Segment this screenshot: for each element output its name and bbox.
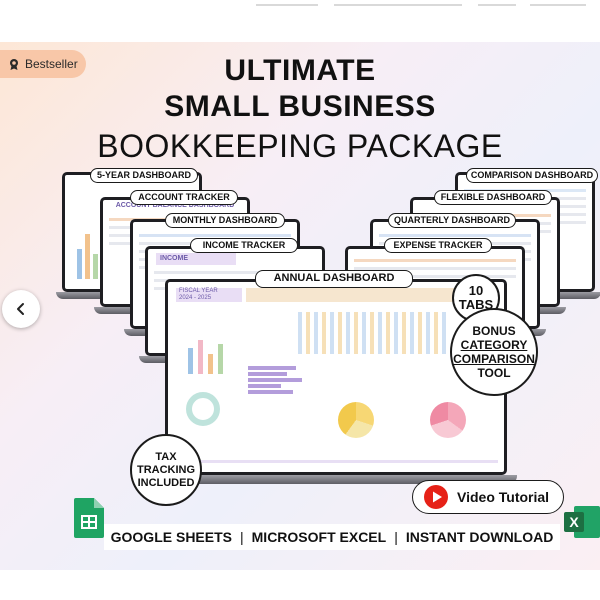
tax-label-1: TAX bbox=[155, 450, 177, 463]
income-screen-title: INCOME bbox=[156, 253, 236, 265]
annual-fiscal-box: FISCAL YEAR 2024 - 2025 bbox=[176, 288, 242, 302]
platform-google-sheets: GOOGLE SHEETS bbox=[110, 529, 232, 545]
platform-instant-download: INSTANT DOWNLOAD bbox=[405, 529, 554, 545]
bonus-label: BONUS bbox=[472, 324, 516, 338]
fiscal-value: 2024 - 2025 bbox=[179, 295, 212, 301]
bestseller-label: Bestseller bbox=[25, 57, 78, 71]
title-line-1: ULTIMATE bbox=[224, 54, 376, 87]
separator: | bbox=[394, 529, 398, 545]
top-dash bbox=[334, 4, 462, 6]
tab-5-year-dashboard: 5-YEAR DASHBOARD bbox=[90, 168, 198, 183]
tax-tracking-callout: TAX TRACKING INCLUDED bbox=[130, 434, 202, 506]
platform-bar: GOOGLE SHEETS | MICROSOFT EXCEL | INSTAN… bbox=[104, 524, 560, 550]
top-dash bbox=[530, 4, 586, 6]
tab-flexible-dashboard: FLEXIBLE DASHBOARD bbox=[434, 190, 552, 205]
bestseller-badge: Bestseller bbox=[0, 50, 86, 78]
award-icon bbox=[10, 59, 18, 70]
tab-account-tracker: ACCOUNT TRACKER bbox=[130, 190, 238, 205]
account-screen-title: ACCOUNT BALANCE DASHBOARD bbox=[115, 202, 235, 209]
title-line-3: BOOKKEEPING PACKAGE bbox=[97, 128, 503, 164]
svg-text:X: X bbox=[569, 514, 579, 530]
tabs-count: 10 bbox=[468, 283, 484, 298]
monthly-bars bbox=[298, 312, 448, 354]
expense-pie bbox=[430, 402, 466, 438]
profit-bars bbox=[248, 364, 308, 424]
listing-image[interactable]: Bestseller ULTIMATE SMALL BUSINESS BOOKK… bbox=[0, 42, 600, 570]
separator: | bbox=[240, 529, 244, 545]
microsoft-excel-icon: X bbox=[564, 506, 600, 538]
tab-monthly-dashboard: MONTHLY DASHBOARD bbox=[165, 213, 285, 228]
carousel-prev-button[interactable] bbox=[2, 290, 40, 328]
category-label: CATEGORY bbox=[460, 338, 528, 352]
video-tutorial-label: Video Tutorial bbox=[457, 489, 550, 505]
google-sheets-icon bbox=[74, 498, 104, 538]
platform-microsoft-excel: MICROSOFT EXCEL bbox=[251, 529, 387, 545]
top-dash bbox=[256, 4, 318, 6]
screen-annual: FISCAL YEAR 2024 - 2025 bbox=[168, 282, 504, 472]
tab-income-tracker: INCOME TRACKER bbox=[190, 238, 298, 253]
laptop-annual: FISCAL YEAR 2024 - 2025 bbox=[165, 279, 507, 475]
tab-expense-tracker: EXPENSE TRACKER bbox=[384, 238, 492, 253]
top-bar bbox=[0, 0, 600, 14]
video-tutorial-button[interactable]: Video Tutorial bbox=[412, 480, 564, 514]
tax-label-3: INCLUDED bbox=[137, 476, 195, 489]
title-line-2: SMALL BUSINESS bbox=[164, 90, 436, 123]
income-pie bbox=[338, 402, 374, 438]
donut-chart bbox=[186, 392, 220, 426]
comparison-label: COMPARISON bbox=[453, 352, 535, 366]
laptop-base bbox=[155, 475, 517, 484]
tab-annual-dashboard: ANNUAL DASHBOARD bbox=[255, 270, 413, 288]
tax-label-2: TRACKING bbox=[136, 463, 196, 476]
chevron-left-icon bbox=[17, 303, 24, 315]
fiscal-label: FISCAL YEAR bbox=[179, 288, 218, 294]
tool-label: TOOL bbox=[477, 366, 511, 380]
bonus-tool-callout: BONUS CATEGORY COMPARISON TOOL bbox=[450, 308, 538, 396]
play-icon bbox=[424, 485, 448, 509]
kpi-strip bbox=[246, 288, 496, 302]
tab-comparison-dashboard: COMPARISON DASHBOARD bbox=[466, 168, 598, 183]
top-dash bbox=[478, 4, 516, 6]
tab-quarterly-dashboard: QUARTERLY DASHBOARD bbox=[388, 213, 516, 228]
